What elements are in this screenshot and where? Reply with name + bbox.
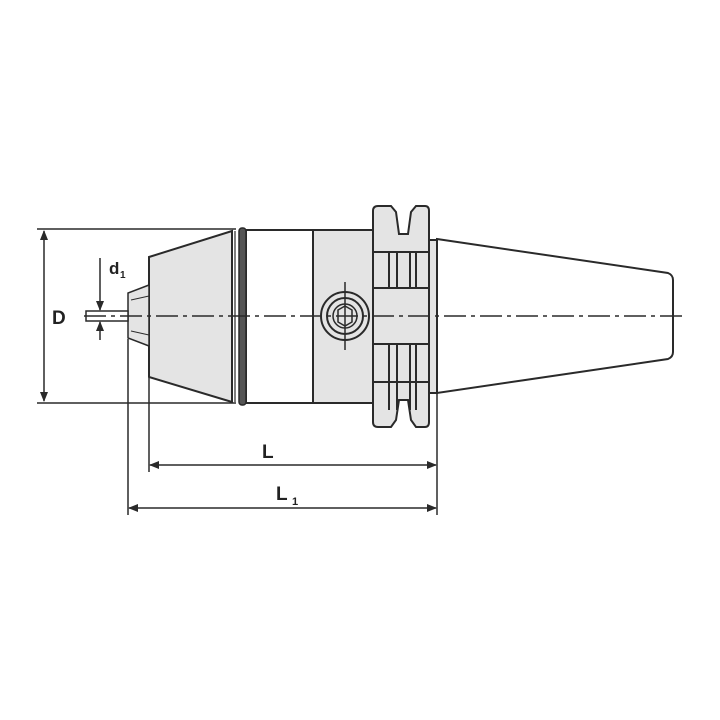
label-L1-subscript: 1 — [292, 496, 298, 508]
label-L1: L — [276, 484, 288, 505]
label-d1: d — [109, 259, 119, 278]
label-D: D — [52, 308, 66, 329]
label-L: L — [262, 442, 274, 463]
label-d1-subscript: 1 — [120, 270, 126, 281]
